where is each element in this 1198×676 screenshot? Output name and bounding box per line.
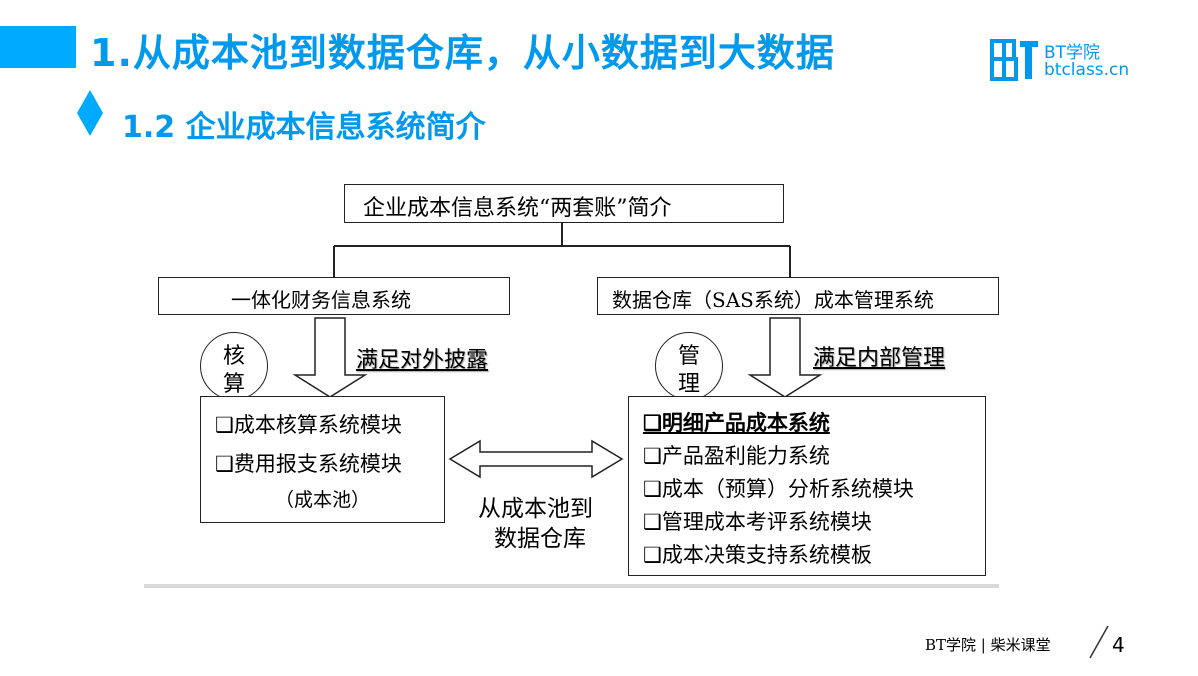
left-down-arrow-icon	[292, 317, 368, 398]
logo-text-domain: btclass.cn	[1044, 60, 1130, 80]
list-item: （成本池）	[275, 489, 371, 511]
left-purpose-note: 满足对外披露	[356, 348, 489, 373]
footer-slash-icon	[1089, 625, 1109, 659]
root-node-label: 企业成本信息系统“两套账”简介	[363, 196, 672, 221]
left-accounting-circle: 核 算	[200, 332, 268, 400]
footer-brand: BT学院 | 柴米课堂	[925, 636, 1051, 654]
right-down-arrow-icon	[747, 317, 823, 398]
right-management-circle: 管 理	[655, 332, 723, 400]
left-circle-char-1: 核	[222, 344, 245, 369]
left-module-box: ❑成本核算系统模块 ❑费用报支系统模块 （成本池）	[200, 396, 445, 523]
list-item: ❑成本（预算）分析系统模块	[643, 477, 914, 501]
left-system-node: 一体化财务信息系统	[158, 277, 510, 315]
left-system-label: 一体化财务信息系统	[231, 288, 411, 312]
btclass-logo-icon	[990, 39, 1038, 81]
title-accent-bar	[0, 26, 76, 68]
right-module-box: ❑明细产品成本系统 ❑产品盈利能力系统 ❑成本（预算）分析系统模块 ❑管理成本考…	[628, 396, 986, 576]
page-title: 1.从成本池到数据仓库，从小数据到大数据	[90, 31, 835, 75]
content-divider	[144, 584, 999, 588]
page-number: 4	[1112, 633, 1125, 657]
right-purpose-note: 满足内部管理	[813, 346, 946, 371]
list-item: ❑成本决策支持系统模板	[643, 543, 872, 567]
section-subtitle: 1.2 企业成本信息系统简介	[122, 110, 486, 145]
list-item: ❑成本核算系统模块	[215, 413, 402, 437]
bridge-label-line2: 数据仓库	[494, 526, 586, 552]
list-item: ❑费用报支系统模块	[215, 452, 402, 476]
right-circle-char-2: 理	[677, 372, 700, 397]
diagram-root-node: 企业成本信息系统“两套账”简介	[344, 184, 784, 223]
right-circle-char-1: 管	[677, 344, 700, 369]
list-item: ❑管理成本考评系统模块	[643, 510, 872, 534]
diamond-bullet-icon	[77, 90, 103, 136]
right-system-node: 数据仓库（SAS系统）成本管理系统	[597, 277, 999, 315]
logo-text-cn: BT学院	[1044, 43, 1101, 63]
list-item: ❑明细产品成本系统	[643, 410, 830, 435]
bridge-label-line1: 从成本池到	[478, 496, 593, 522]
list-item: ❑产品盈利能力系统	[643, 444, 830, 468]
right-system-label: 数据仓库（SAS系统）成本管理系统	[612, 288, 934, 312]
bidirectional-arrow-icon	[448, 439, 624, 479]
left-circle-char-2: 算	[222, 372, 245, 397]
